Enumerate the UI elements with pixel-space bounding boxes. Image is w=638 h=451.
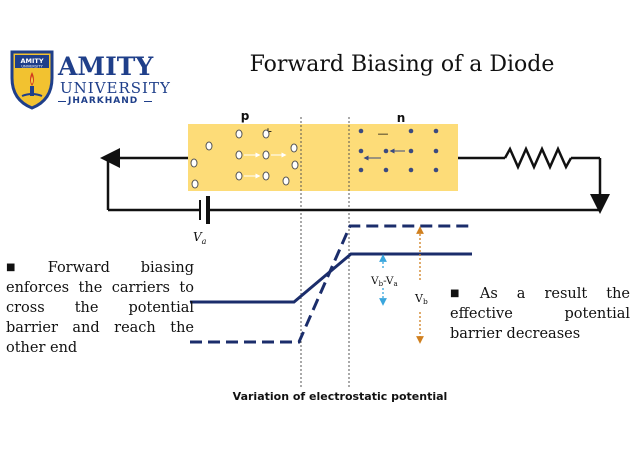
bullet-left: ■Forward biasing enforces the carriers t… [6,258,194,358]
logo-rule-left [58,101,66,102]
diagram-caption: Variation of electrostatic potential [232,390,448,403]
university-logo: AMITY UNIVERSITY AMITY UNIVERSITY JHARKH… [8,48,170,110]
minus-sign: — [378,127,389,140]
hole [205,141,213,151]
electron [408,128,414,134]
bullet-right-text: As a result the effective potential barr… [450,286,631,342]
logo-word-university: UNIVERSITY [60,79,171,97]
electron [358,128,364,134]
hole [291,160,299,170]
bullet-left-text: Forward biasing enforces the carriers to… [6,260,194,356]
bullet-square-icon: ■ [6,262,42,273]
electron [433,167,439,173]
hole [190,158,198,168]
hole [282,176,290,186]
shield-subtext: UNIVERSITY [21,65,43,69]
hole [235,150,243,160]
electron [408,148,414,154]
equilibrium-potential-dashed [190,224,472,344]
hole-arrows [244,152,287,179]
resistor [503,145,573,171]
slide-title: Forward Biasing of a Diode [249,52,555,77]
bullet-right: ■As a result the effective potential bar… [450,284,630,344]
logo-word-amity: AMITY [58,52,154,81]
electron [383,167,389,173]
p-region-label: p [241,109,250,123]
hole [191,179,199,189]
electron [358,148,364,154]
electron [433,148,439,154]
hole [290,143,298,153]
circuit-wires [100,145,610,214]
hole [235,171,243,181]
vb-va-label: Vb-Va [370,275,398,288]
shield-text: AMITY [20,57,43,65]
vb-label: Vb [414,292,428,306]
n-region-label: n [397,111,406,125]
hole [262,129,270,139]
battery-icon [199,196,210,224]
hole [262,150,270,160]
electron [383,148,389,154]
electron [433,128,439,134]
hole [235,129,243,139]
forward-bias-potential-line [190,252,472,304]
semiconductor-bar [188,124,458,191]
electrons-group [358,128,439,173]
holes-group [190,129,299,189]
electron [358,167,364,173]
hole [262,171,270,181]
logo-rule-right [144,101,152,102]
bullet-square-icon: ■ [450,288,474,299]
electron [408,167,414,173]
battery-label: Va [193,230,207,246]
electron-arrows [363,148,405,161]
logo-word-jharkhand: JHARKHAND [68,96,139,106]
shield-icon: AMITY UNIVERSITY [10,50,54,110]
